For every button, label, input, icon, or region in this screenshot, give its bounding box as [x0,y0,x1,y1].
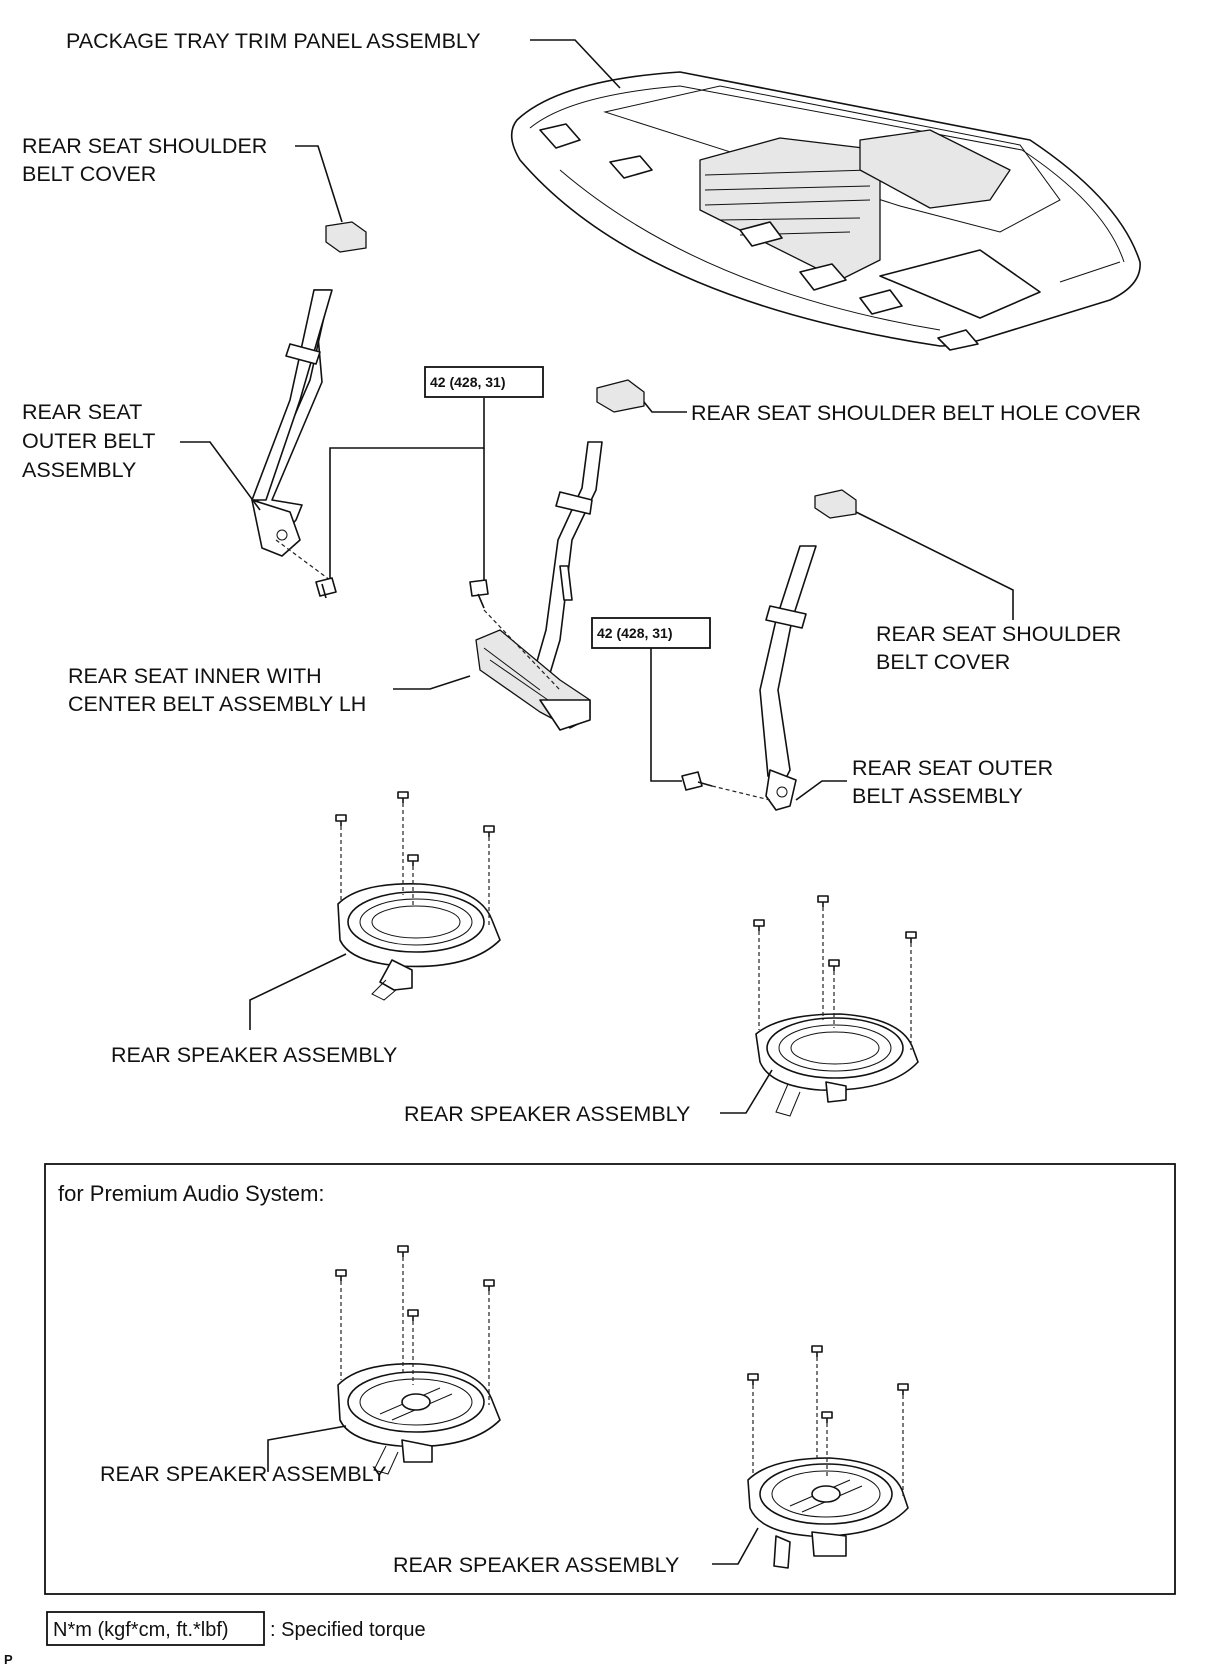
package-tray-trim-panel [510,71,1141,351]
label-inner-belt-line2: CENTER BELT ASSEMBLY LH [68,692,366,716]
label-package-tray: PACKAGE TRAY TRIM PANEL ASSEMBLY [66,29,481,53]
torque-callout-1: 42 (428, 31) [424,366,544,398]
center-belt-bolt [469,579,561,691]
speaker-2-screws [753,895,917,1050]
left-belt-bolt [275,539,337,599]
inner-center-belt [475,441,603,731]
label-hole-cover: REAR SEAT SHOULDER BELT HOLE COVER [691,401,1141,425]
right-shoulder-belt-cover [814,489,857,519]
premium-audio-title: for Premium Audio System: [58,1181,325,1206]
rear-speaker-4 [747,1345,909,1569]
label-shoulder-cover-right-line2: BELT COVER [876,650,1010,674]
torque-callout-2: 42 (428, 31) [591,617,711,649]
legend-description: : Specified torque [270,1619,426,1641]
label-outer-belt-left-line3: ASSEMBLY [22,458,136,482]
right-outer-belt [759,545,817,811]
torque-value-2: 42 (428, 31) [597,625,673,641]
label-outer-belt-left-line2: OUTER BELT [22,429,155,453]
speaker-3-screws [335,1245,495,1405]
label-speaker-3: REAR SPEAKER ASSEMBLY [100,1462,386,1486]
speaker-4-screws [747,1345,909,1496]
label-inner-belt-line1: REAR SEAT INNER WITH [68,664,322,688]
label-speaker-4: REAR SPEAKER ASSEMBLY [393,1553,679,1577]
label-shoulder-cover-right-line1: REAR SEAT SHOULDER [876,622,1121,646]
left-outer-belt [251,289,333,557]
premium-audio-frame [44,1163,1176,1595]
label-shoulder-cover-left-line2: BELT COVER [22,162,156,186]
label-speaker-2: REAR SPEAKER ASSEMBLY [404,1102,690,1126]
torque-legend: N*m (kgf*cm, ft.*lbf) : Specified torque [46,1611,426,1646]
shoulder-belt-hole-cover [596,379,645,413]
label-speaker-1: REAR SPEAKER ASSEMBLY [111,1043,397,1067]
left-shoulder-belt-cover [325,221,367,253]
speaker-1-screws [335,791,495,925]
corner-mark: P [4,1652,13,1667]
label-outer-belt-right-line1: REAR SEAT OUTER [852,756,1053,780]
label-outer-belt-left-line1: REAR SEAT [22,400,142,424]
right-belt-bolt [681,771,771,801]
label-shoulder-cover-left-line1: REAR SEAT SHOULDER [22,134,267,158]
torque-value-1: 42 (428, 31) [430,374,506,390]
label-outer-belt-right-line2: BELT ASSEMBLY [852,784,1023,808]
rear-speaker-3 [335,1245,501,1475]
leader-lines [180,39,1014,1565]
rear-speaker-1 [335,791,501,1001]
rear-speaker-2 [753,895,919,1117]
legend-units: N*m (kgf*cm, ft.*lbf) [53,1619,229,1641]
